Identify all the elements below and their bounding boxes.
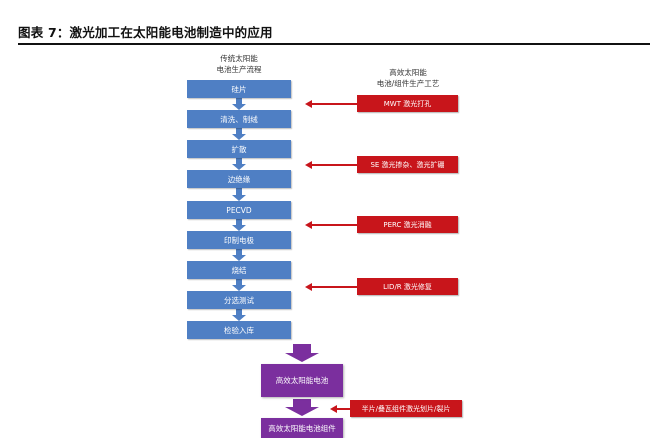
- left-column-header: 传统太阳能 电池生产流程: [199, 53, 279, 75]
- step-edge-isolation: 边绝缘: [187, 170, 291, 188]
- figure-title: 图表 7：激光加工在太阳能电池制造中的应用: [18, 25, 273, 40]
- blue-down-arrow: [232, 98, 246, 110]
- right-header-line-2: 电池/组件生产工艺: [376, 79, 440, 88]
- red-left-arrow: [330, 405, 350, 413]
- step-pecvd: PECVD: [187, 201, 291, 219]
- step-silicon-wafer: 硅片: [187, 80, 291, 98]
- blue-down-arrows: [232, 98, 246, 321]
- laser-perc-ablation: PERC 激光消融: [357, 216, 458, 233]
- laser-mwt-drilling: MWT 激光打孔: [357, 95, 458, 112]
- left-header-line-2: 电池生产流程: [216, 65, 262, 74]
- step-print-electrode: 印制电极: [187, 231, 291, 249]
- blue-down-arrow: [232, 309, 246, 321]
- left-header-line-1: 传统太阳能: [220, 54, 258, 63]
- red-left-arrows: [305, 100, 357, 413]
- purple-down-arrows: [285, 344, 319, 416]
- red-left-arrow: [305, 283, 357, 291]
- purple-down-arrow: [285, 399, 319, 416]
- right-header-line-1: 高效太阳能: [389, 68, 427, 77]
- step-sorting-testing: 分选测试: [187, 291, 291, 309]
- red-left-arrow: [305, 221, 357, 229]
- laser-lid-repair: LID/R 激光修复: [357, 278, 458, 295]
- step-diffusion: 扩散: [187, 140, 291, 158]
- output-high-efficiency-module: 高效太阳能电池组件: [261, 418, 343, 438]
- red-left-arrow: [305, 100, 357, 108]
- output-high-efficiency-cell: 高效太阳能电池: [261, 364, 343, 397]
- right-column-header: 高效太阳能 电池/组件生产工艺: [348, 67, 468, 89]
- blue-down-arrow: [232, 219, 246, 231]
- laser-se-doping: SE 激光掺杂、激光扩硼: [357, 156, 458, 173]
- step-inspection-storage: 检验入库: [187, 321, 291, 339]
- blue-down-arrow: [232, 128, 246, 140]
- blue-down-arrow: [232, 158, 246, 170]
- purple-down-arrow: [285, 344, 319, 362]
- blue-down-arrow: [232, 279, 246, 291]
- laser-module-scribing: 半片/叠瓦组件激光划片/裂片: [350, 400, 462, 417]
- blue-down-arrow: [232, 188, 246, 201]
- step-cleaning-texturing: 清洗、制绒: [187, 110, 291, 128]
- red-left-arrow: [305, 161, 357, 169]
- blue-down-arrow: [232, 249, 246, 261]
- step-sintering: 烧结: [187, 261, 291, 279]
- title-divider: [18, 43, 650, 45]
